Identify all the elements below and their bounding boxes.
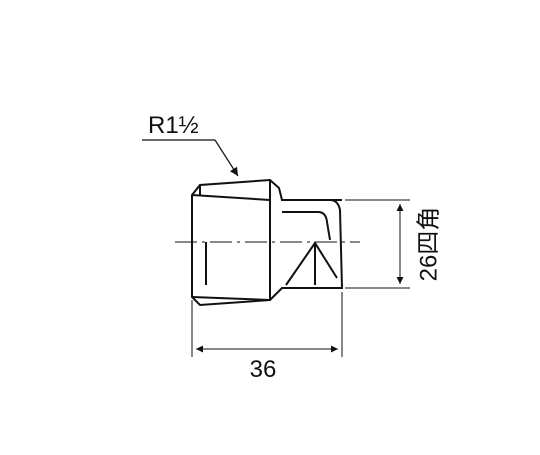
height-dimension-label: 26四角 [415,207,442,282]
width-dimension-lines [191,292,343,357]
width-dimension-label: 36 [250,356,277,383]
thread-leader-line [142,139,239,177]
height-dimension-lines [345,199,410,289]
fitting-outline [191,178,344,307]
thread-label: R1½ [148,112,199,139]
